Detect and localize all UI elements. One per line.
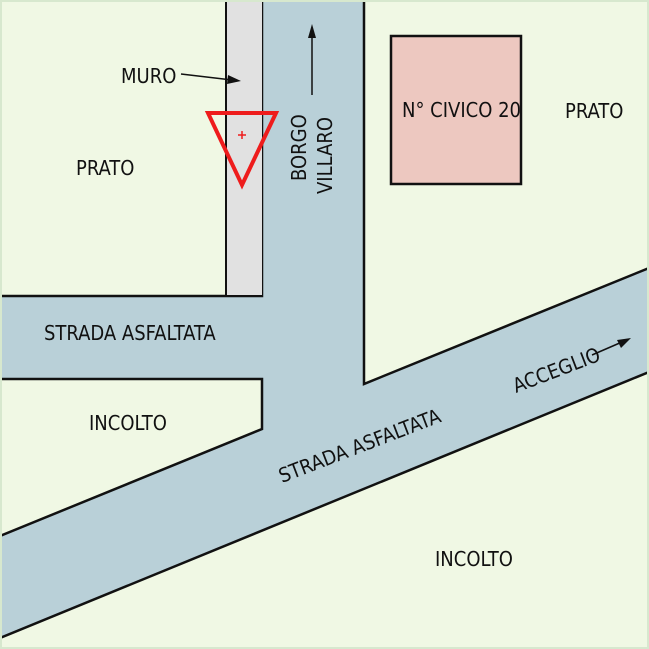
muro-arrow-icon: [180, 73, 241, 84]
road-edge-lower: [0, 370, 649, 640]
prato-left-label: PRATO: [76, 156, 134, 180]
borgo-label: BORGO: [287, 114, 311, 181]
building-civico-20: [389, 34, 523, 186]
prato-right-label: PRATO: [565, 99, 623, 123]
yield-triangle-icon: [204, 111, 280, 190]
wall-outline: [225, 0, 262, 297]
arrow-up-icon: [308, 24, 316, 95]
villaro-label: VILLARO: [313, 117, 337, 194]
road-edge-upper: [362, 0, 649, 386]
building-label: N° CIVICO 20: [402, 98, 521, 122]
muro-label: MURO: [121, 64, 176, 88]
incolto-left-label: INCOLTO: [89, 411, 167, 435]
incolto-right-label: INCOLTO: [435, 547, 513, 571]
wall-strip: [226, 0, 262, 296]
strada-horizontal-label: STRADA ASFALTATA: [44, 321, 216, 345]
arrow-right-icon: [591, 338, 631, 356]
road-edge-middle: [0, 377, 264, 538]
